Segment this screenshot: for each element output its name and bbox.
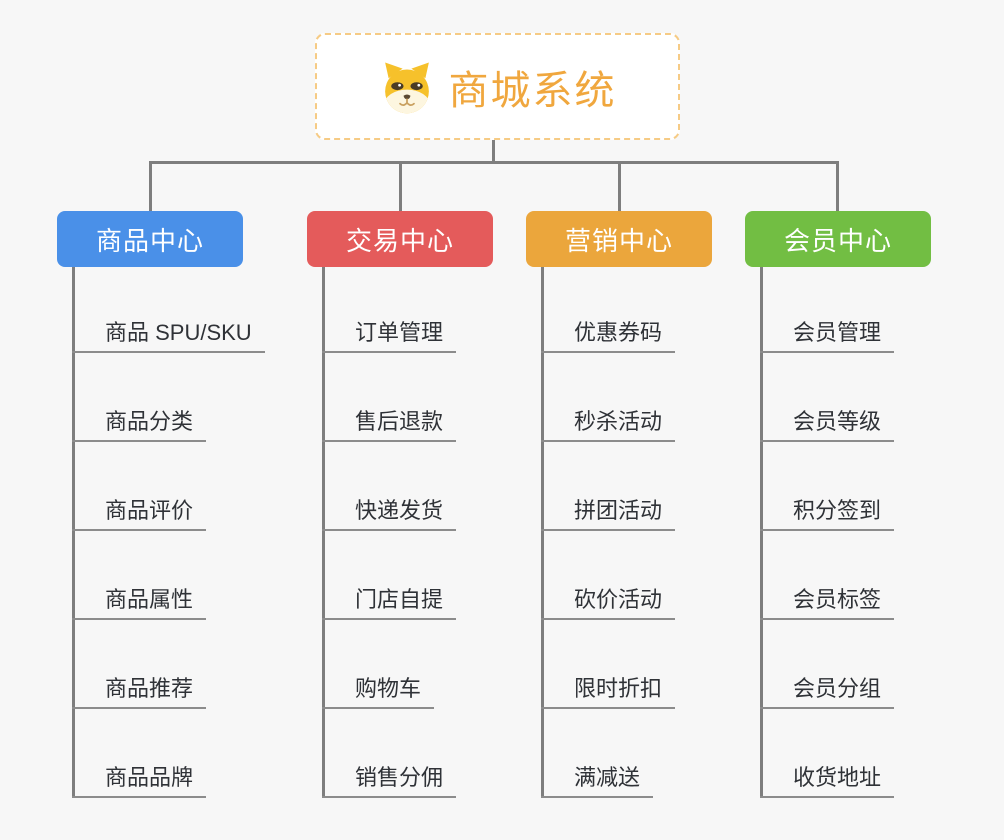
leaf-node[interactable]: 销售分佣 (322, 767, 457, 798)
connector-horizontal-bar (149, 161, 839, 164)
connector-drop-member (836, 164, 839, 211)
leaf-node[interactable]: 会员管理 (760, 322, 895, 353)
connector-root-stem (492, 139, 495, 163)
branch-product-center[interactable]: 商品中心 (57, 211, 243, 267)
branch-marketing-children: 优惠券码 秒杀活动 拼团活动 砍价活动 限时折扣 满减送 (541, 267, 776, 798)
branch-trade-children: 订单管理 售后退款 快递发货 门店自提 购物车 销售分佣 (322, 267, 557, 798)
branch-trade-center[interactable]: 交易中心 (307, 211, 493, 267)
connector-drop-trade (399, 164, 402, 211)
root-node-mall-system[interactable]: 商城系统 (315, 33, 680, 140)
branch-member-center[interactable]: 会员中心 (745, 211, 931, 267)
leaf-node[interactable]: 会员分组 (760, 678, 895, 709)
leaf-node[interactable]: 秒杀活动 (541, 411, 676, 442)
leaf-node[interactable]: 优惠券码 (541, 322, 676, 353)
leaf-node[interactable]: 订单管理 (322, 322, 457, 353)
leaf-node[interactable]: 商品 SPU/SKU (72, 322, 265, 353)
leaf-node[interactable]: 积分签到 (760, 500, 895, 531)
leaf-node[interactable]: 商品品牌 (72, 767, 207, 798)
leaf-node[interactable]: 售后退款 (322, 411, 457, 442)
leaf-node[interactable]: 拼团活动 (541, 500, 676, 531)
connector-drop-marketing (618, 164, 621, 211)
branch-marketing-center[interactable]: 营销中心 (526, 211, 712, 267)
leaf-node[interactable]: 砍价活动 (541, 589, 676, 620)
leaf-node[interactable]: 门店自提 (322, 589, 457, 620)
leaf-node[interactable]: 满减送 (541, 767, 654, 798)
leaf-node[interactable]: 限时折扣 (541, 678, 676, 709)
leaf-node[interactable]: 收货地址 (760, 767, 895, 798)
leaf-node[interactable]: 购物车 (322, 678, 435, 709)
leaf-node[interactable]: 会员等级 (760, 411, 895, 442)
dog-face-icon (379, 59, 435, 115)
leaf-node[interactable]: 快递发货 (322, 500, 457, 531)
leaf-node[interactable]: 商品属性 (72, 589, 207, 620)
root-title: 商城系统 (448, 68, 617, 113)
branch-product-children: 商品 SPU/SKU 商品分类 商品评价 商品属性 商品推荐 商品品牌 (72, 267, 307, 798)
leaf-node[interactable]: 商品分类 (72, 411, 207, 442)
connector-drop-product (149, 164, 152, 211)
leaf-node[interactable]: 会员标签 (760, 589, 895, 620)
branch-member-children: 会员管理 会员等级 积分签到 会员标签 会员分组 收货地址 (760, 267, 995, 798)
leaf-node[interactable]: 商品推荐 (72, 678, 207, 709)
leaf-node[interactable]: 商品评价 (72, 500, 207, 531)
